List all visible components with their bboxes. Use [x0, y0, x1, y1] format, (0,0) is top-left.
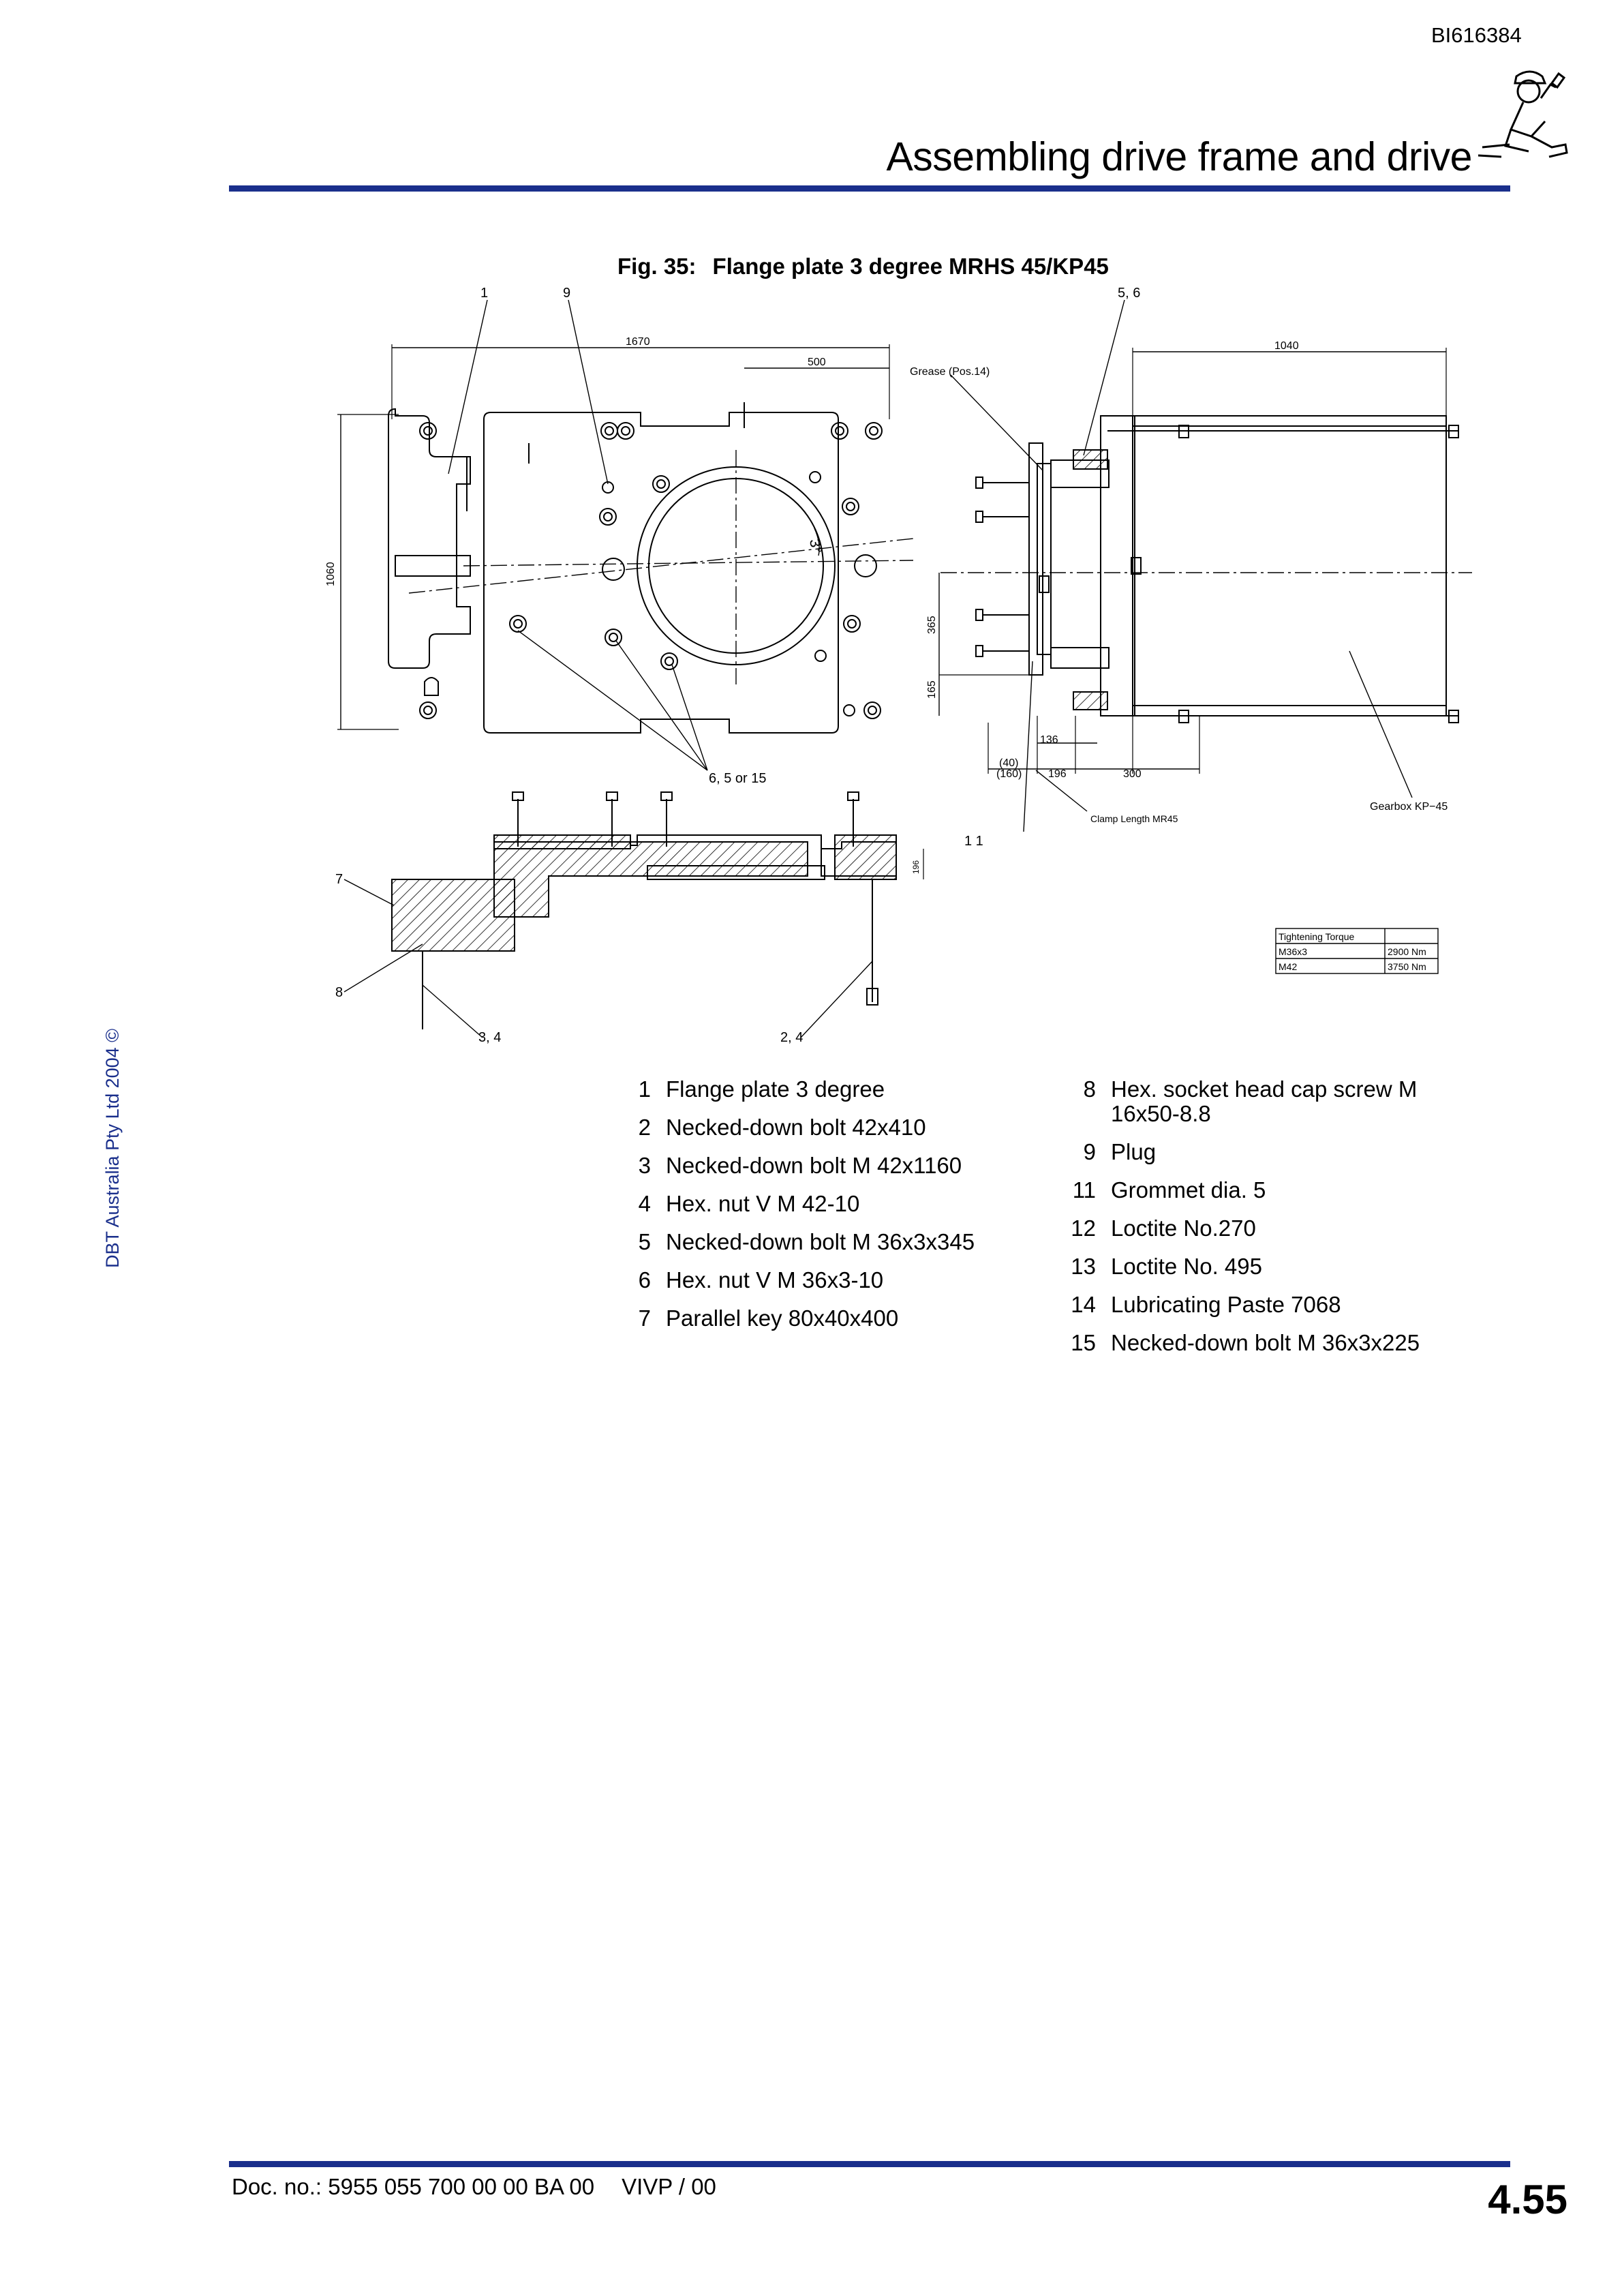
footer-rule — [229, 2161, 1510, 2167]
clamp-length-label: Clamp Length MR45 — [1090, 813, 1178, 824]
torque-size: M42 — [1279, 961, 1297, 972]
dimension-196: 196 — [1048, 768, 1067, 780]
part-description: Necked-down bolt 42x410 — [666, 1115, 926, 1140]
list-item: 15 Necked-down bolt M 36x3x225 — [1069, 1331, 1478, 1355]
list-item: 13 Loctite No. 495 — [1069, 1254, 1478, 1279]
part-description: Necked-down bolt M 42x1160 — [666, 1153, 962, 1178]
doc-version: VIVP / 00 — [622, 2174, 716, 2199]
document-id: BI616384 — [1431, 23, 1522, 47]
part-description: Hex. nut V M 36x3-10 — [666, 1267, 884, 1293]
part-number: 4 — [638, 1191, 651, 1216]
list-item: 14 Lubricating Paste 7068 — [1069, 1293, 1478, 1317]
list-item: 4 Hex. nut V M 42-10 — [624, 1192, 1032, 1216]
part-description: Lubricating Paste 7068 — [1111, 1292, 1341, 1317]
callout-5-6: 5, 6 — [1118, 286, 1140, 301]
page-number: 4.55 — [1488, 2177, 1567, 2222]
plan-view — [337, 299, 914, 771]
figure-title: Flange plate 3 degree MRHS 45/KP45 — [712, 254, 1109, 279]
torque-size: M36x3 — [1279, 946, 1307, 957]
list-item: 9 Plug — [1069, 1140, 1478, 1164]
section-view — [343, 791, 924, 1038]
part-number: 6 — [638, 1267, 651, 1293]
list-item: 12 Loctite No.270 — [1069, 1216, 1478, 1241]
part-description: Necked-down bolt M 36x3x225 — [1111, 1330, 1420, 1355]
dimension-40: (40) — [999, 757, 1018, 769]
torque-table-header: Tightening Torque — [1279, 931, 1355, 942]
part-description: Hex. socket head cap screw M 16x50-8.8 — [1111, 1076, 1418, 1126]
side-view — [938, 299, 1472, 832]
dimension-500: 500 — [808, 357, 826, 368]
callout-7: 7 — [335, 872, 343, 887]
part-number: 8 — [1083, 1076, 1096, 1102]
callout-2-4: 2, 4 — [780, 1030, 803, 1045]
dimension-165: 165 — [926, 680, 938, 699]
part-number: 3 — [638, 1153, 651, 1178]
torque-value: 2900 Nm — [1388, 946, 1426, 957]
dimension-365: 365 — [926, 616, 938, 634]
part-number: 7 — [638, 1305, 651, 1331]
callout-8: 8 — [335, 985, 343, 1000]
list-item: 1 Flange plate 3 degree — [624, 1077, 1032, 1102]
list-item: 8 Hex. socket head cap screw M 16x50-8.8 — [1069, 1077, 1478, 1126]
callout-3-4: 3, 4 — [478, 1030, 501, 1045]
list-item: 7 Parallel key 80x40x400 — [624, 1306, 1032, 1331]
bolt-holes — [419, 422, 883, 719]
gearbox-label: Gearbox KP−45 — [1370, 801, 1448, 813]
part-number: 9 — [1083, 1139, 1096, 1164]
part-description: Plug — [1111, 1139, 1157, 1164]
part-number: 2 — [638, 1115, 651, 1140]
figure-caption: Fig. 35: Flange plate 3 degree MRHS 45/KP… — [617, 254, 1109, 280]
part-number: 1 — [638, 1076, 651, 1102]
page-title: Assembling drive frame and drive — [886, 134, 1472, 179]
callout-9: 9 — [563, 286, 570, 301]
dimension-1040: 1040 — [1274, 340, 1299, 352]
part-description: Loctite No. 495 — [1111, 1254, 1262, 1279]
part-description: Parallel key 80x40x400 — [666, 1305, 899, 1331]
technical-drawing: 1 9 5, 6 6, 5 or 15 7 8 3, 4 2, 4 1 1 16… — [325, 286, 1472, 1045]
list-item: 11 Grommet dia. 5 — [1069, 1178, 1478, 1203]
list-item: 3 Necked-down bolt M 42x1160 — [624, 1153, 1032, 1178]
callout-11: 1 1 — [964, 834, 983, 849]
list-item: 5 Necked-down bolt M 36x3x345 — [624, 1230, 1032, 1254]
doc-number: Doc. no.: 5955 055 700 00 00 BA 00 — [232, 2174, 595, 2199]
dimension-136: 136 — [1040, 734, 1058, 746]
part-description: Loctite No.270 — [1111, 1215, 1256, 1241]
callout-6-5-or-15: 6, 5 or 15 — [709, 771, 767, 786]
part-number: 15 — [1071, 1330, 1096, 1355]
part-description: Grommet dia. 5 — [1111, 1177, 1266, 1203]
grease-label: Grease (Pos.14) — [910, 366, 990, 378]
part-number: 11 — [1072, 1177, 1096, 1203]
footer-document-number: Doc. no.: 5955 055 700 00 00 BA 00 VIVP /… — [232, 2174, 716, 2200]
header-rule — [229, 185, 1510, 192]
dimension-196-section: 196 — [911, 860, 921, 874]
torque-table — [1275, 928, 1439, 974]
part-number: 13 — [1071, 1254, 1096, 1279]
list-item: 6 Hex. nut V M 36x3-10 — [624, 1268, 1032, 1293]
dimension-1670: 1670 — [626, 336, 650, 348]
part-number: 5 — [638, 1229, 651, 1254]
callout-1: 1 — [480, 286, 488, 301]
figure-number: Fig. 35: — [617, 254, 697, 279]
part-description: Flange plate 3 degree — [666, 1076, 885, 1102]
dimension-1060: 1060 — [325, 562, 337, 586]
worker-mascot-icon — [1478, 70, 1568, 158]
dimension-160: (160) — [996, 768, 1022, 780]
angle-label: 3° — [806, 538, 825, 555]
part-number: 14 — [1071, 1292, 1096, 1317]
torque-value: 3750 Nm — [1388, 961, 1426, 972]
part-description: Necked-down bolt M 36x3x345 — [666, 1229, 975, 1254]
list-item: 2 Necked-down bolt 42x410 — [624, 1115, 1032, 1140]
copyright-notice: DBT Australia Pty Ltd 2004 © — [102, 1028, 123, 1268]
part-description: Hex. nut V M 42-10 — [666, 1191, 860, 1216]
part-number: 12 — [1071, 1215, 1096, 1241]
dimension-300: 300 — [1123, 768, 1142, 780]
